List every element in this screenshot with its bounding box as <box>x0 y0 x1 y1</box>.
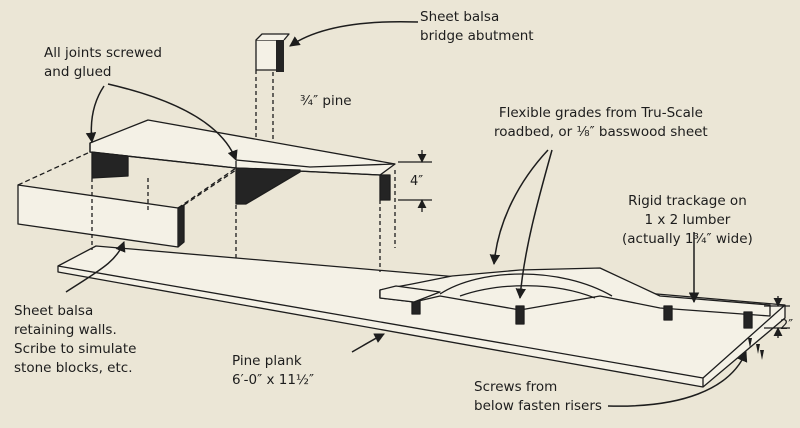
label-joints: All joints screwed and glued <box>44 44 162 82</box>
label-bridge-abutment: Sheet balsa bridge abutment <box>420 8 534 46</box>
arrow-screws <box>607 351 748 407</box>
label-line: retaining walls. <box>14 322 117 338</box>
label-line: Scribe to simulate <box>14 341 137 357</box>
arrow-walls <box>65 241 126 293</box>
label-flexible-grades: Flexible grades from Tru-Scale roadbed, … <box>494 104 708 142</box>
arrow-grades-2 <box>515 149 553 300</box>
label-line: All joints screwed <box>44 45 162 61</box>
label-line: stone blocks, etc. <box>14 360 133 376</box>
arrow-abutment <box>289 20 419 47</box>
arrow-joints-right <box>107 83 238 161</box>
label-rigid-trackage: Rigid trackage on 1 x 2 lumber (actually… <box>622 192 753 249</box>
label-line: below fasten risers <box>474 398 602 414</box>
label-line: 6′-0″ x 11½″ <box>232 372 315 388</box>
label-pine: ¾″ pine <box>300 93 352 109</box>
label-line: bridge abutment <box>420 28 534 44</box>
label-line: Rigid trackage on <box>628 193 747 209</box>
pine-plank <box>57 245 786 388</box>
screws <box>748 338 764 360</box>
label-pine-plank: Pine plank 6′-0″ x 11½″ <box>232 352 314 390</box>
label-line: Sheet balsa <box>14 303 94 319</box>
label-line: Pine plank <box>232 353 302 369</box>
upper-level-board <box>89 119 396 205</box>
label-retaining-walls: Sheet balsa retaining walls. Scribe to s… <box>14 302 136 378</box>
flexible-grade <box>379 267 771 329</box>
label-line: Screws from <box>474 379 558 395</box>
dimension-2in <box>764 296 790 338</box>
dimension-label-4in: 4″ <box>410 174 424 189</box>
label-screws: Screws from below fasten risers <box>474 378 602 416</box>
label-line: Flexible grades from Tru-Scale <box>498 105 703 121</box>
dimension-4in <box>398 150 432 212</box>
retaining-wall <box>17 151 396 272</box>
bridge-abutment <box>255 33 290 166</box>
label-line: 1 x 2 lumber <box>644 212 731 228</box>
label-line: roadbed, or ⅛″ basswood sheet <box>494 124 708 140</box>
arrow-grades-1 <box>489 149 549 266</box>
label-line: and glued <box>44 64 112 80</box>
arrow-plank <box>351 333 385 353</box>
label-line: (actually 1¾″ wide) <box>622 231 753 247</box>
arrow-joints-left <box>85 85 105 144</box>
label-line: Sheet balsa <box>420 9 500 25</box>
dimension-label-2in: 2″ <box>780 318 794 333</box>
